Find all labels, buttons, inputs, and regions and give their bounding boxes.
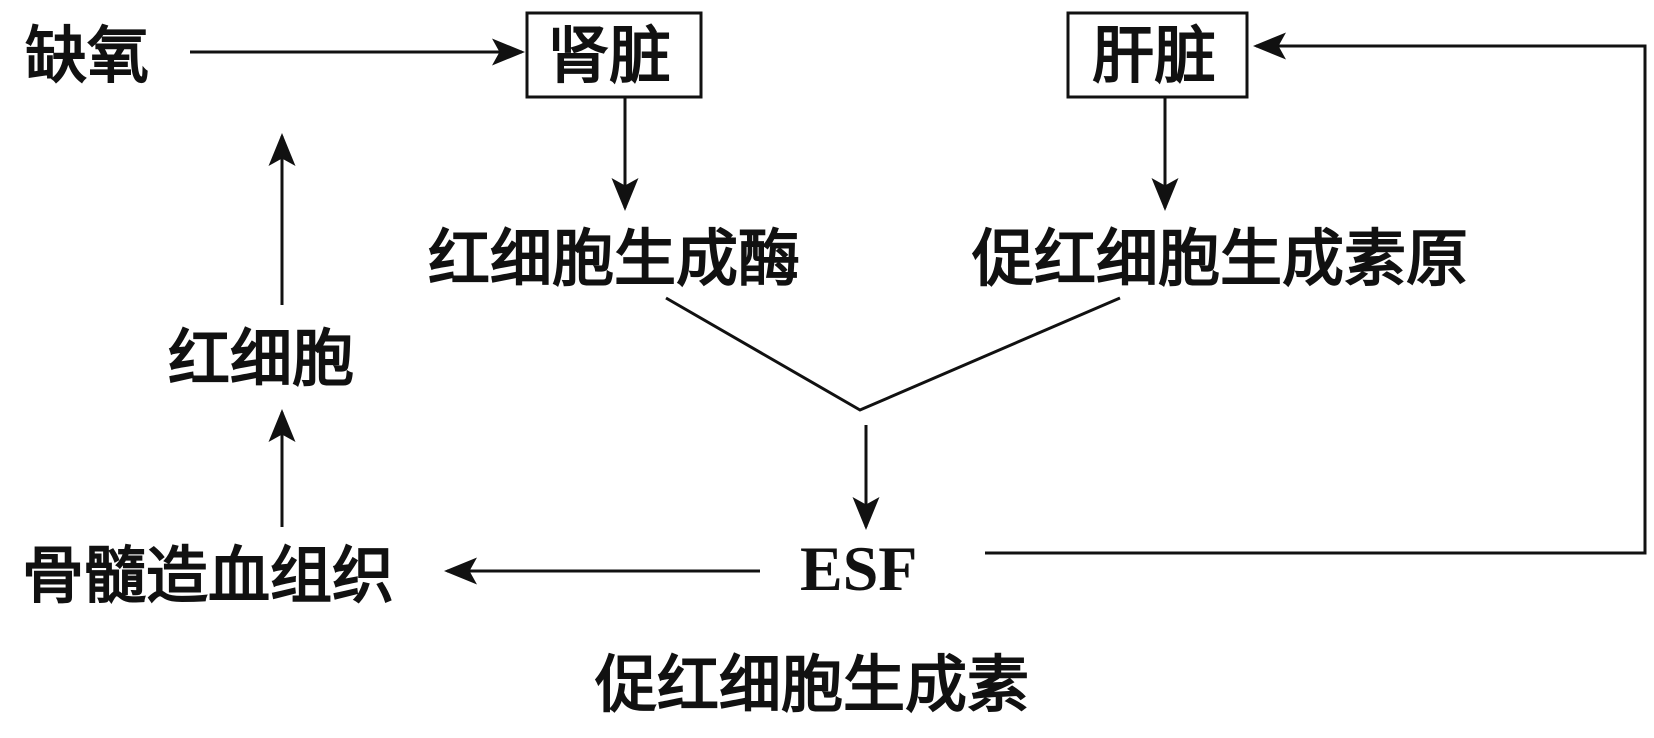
liver-box bbox=[1066, 11, 1249, 99]
hypoxia-label: 缺氧 bbox=[25, 19, 149, 92]
feedback-arrow-esf-to-liver bbox=[985, 32, 1647, 555]
esf-caption: 促红细胞生成素 bbox=[594, 648, 1029, 721]
liver-label: 肝脏 bbox=[1092, 19, 1216, 92]
esf-label: ESF bbox=[800, 533, 917, 604]
bone-marrow-label: 骨髓造血组织 bbox=[22, 539, 394, 612]
merge-line-enzyme-and-erythropoietinogen bbox=[665, 296, 1121, 412]
kidney-label: 肾脏 bbox=[547, 19, 671, 92]
kidney-box bbox=[525, 11, 703, 99]
red-blood-cells-label: 红细胞 bbox=[168, 322, 354, 395]
rbc-generating-enzyme-label: 红细胞生成酶 bbox=[428, 222, 800, 295]
erythropoietinogen-label: 促红细胞生成素原 bbox=[971, 222, 1468, 295]
